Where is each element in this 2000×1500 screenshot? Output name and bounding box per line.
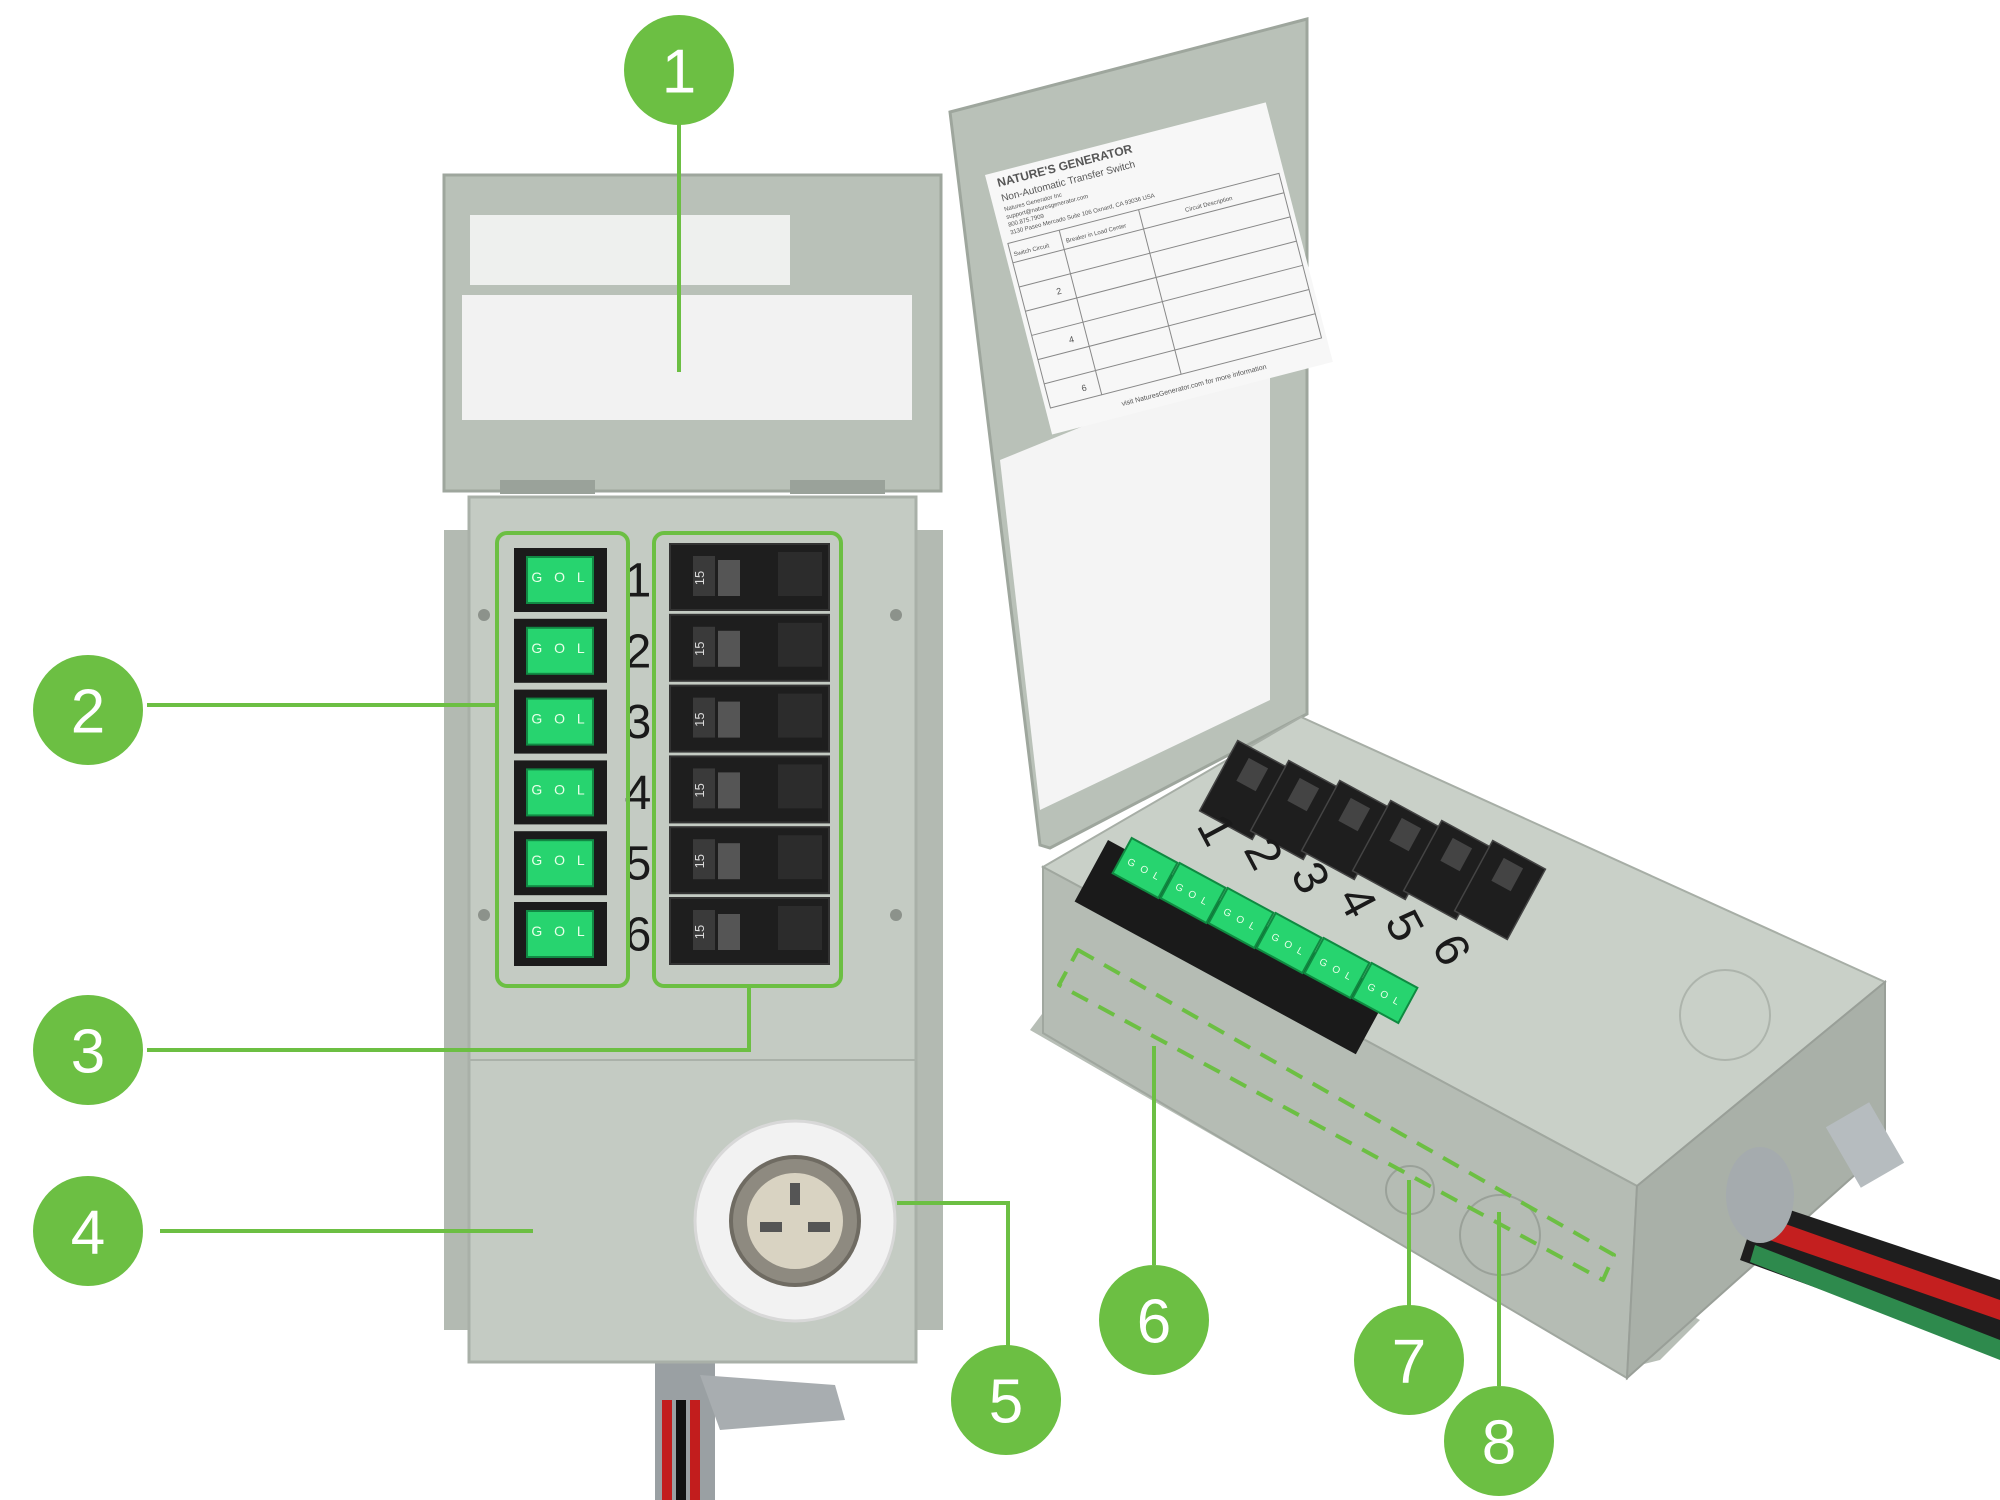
- label-row-number: 4: [1068, 334, 1075, 345]
- rocker-switch: G O L: [514, 831, 607, 896]
- rocker-switch: G O L: [1159, 861, 1227, 925]
- circuit-breaker: [1402, 819, 1496, 921]
- callout-number: 5: [989, 1368, 1023, 1437]
- rocker-switch: G O L: [514, 760, 607, 825]
- circuit-breaker: 15: [669, 684, 830, 753]
- mounting-flange-right: [915, 530, 943, 1330]
- circuit-breaker: 15: [669, 755, 830, 824]
- hinge: [500, 480, 595, 494]
- knockouts-highlight: [1057, 948, 1616, 1282]
- callout-number: 2: [71, 678, 105, 747]
- switch-label: G O L: [531, 711, 588, 727]
- callout-marker-5: 5: [951, 1345, 1061, 1455]
- rocker-switch: G O L: [1303, 936, 1371, 1000]
- circuit-breaker: 15: [669, 613, 830, 682]
- angled-view-device: NATURE'S GENERATOR Non-Automatic Transfe…: [948, 17, 2000, 1381]
- rocker-switch: G O L: [1207, 886, 1275, 950]
- callout-marker-4: 4: [33, 1176, 143, 1286]
- callout-marker-6: 6: [1099, 1265, 1209, 1375]
- cables: [655, 1362, 845, 1500]
- rocker-switch: G O L: [514, 902, 607, 966]
- switch-label: G O L: [531, 640, 588, 656]
- switch-label: G O L: [531, 569, 588, 585]
- rocker-switch: G O L: [1255, 911, 1323, 975]
- breaker-rating: 15: [692, 571, 707, 585]
- rocker-switch: G O L: [514, 689, 607, 754]
- callout-number: 4: [71, 1199, 105, 1268]
- instruction-label: [462, 295, 912, 420]
- breaker-rating: 15: [692, 854, 707, 868]
- knockout: [1679, 969, 1771, 1061]
- callout-number: 3: [71, 1018, 105, 1087]
- callout-marker-2: 2: [33, 655, 143, 765]
- switch-label: G O L: [531, 781, 588, 797]
- callout-marker-8: 8: [1444, 1386, 1554, 1496]
- label-row-number: 2: [1055, 286, 1062, 297]
- callout-marker-7: 7: [1354, 1305, 1464, 1415]
- circuit-breaker: [1453, 839, 1547, 941]
- callout-marker-1: 1: [624, 15, 734, 125]
- power-inlet: [693, 1119, 897, 1323]
- breaker-rating: 15: [692, 712, 707, 726]
- front-view-device: G O L G O L G O L G O L G O L G O L 15 15 15 15 1…: [442, 173, 943, 1500]
- switches-highlight: [495, 531, 630, 988]
- mounting-flange-left: [444, 530, 472, 1330]
- callout-number: 6: [1137, 1288, 1171, 1357]
- breaker-rating: 15: [692, 925, 707, 939]
- circuit-breaker: 15: [669, 826, 830, 895]
- lid-open: [442, 173, 943, 494]
- circuit-directory-label: NATURE'S GENERATOR Non-Automatic Transfe…: [985, 102, 1333, 435]
- callout-number: 7: [1392, 1328, 1426, 1397]
- switch-label: G O L: [531, 852, 588, 868]
- switch-label: G O L: [531, 923, 588, 939]
- rocker-switch: G O L: [1351, 961, 1419, 1025]
- breaker-rating: 15: [692, 642, 707, 656]
- leader-lines: [147, 124, 1501, 1386]
- callout-number: 1: [662, 38, 696, 107]
- label-row-number: 6: [1080, 383, 1087, 394]
- circuit-breaker: 15: [669, 543, 830, 611]
- rocker-switch: G O L: [514, 618, 607, 683]
- rocker-switch: G O L: [1111, 836, 1179, 900]
- warning-label: [1000, 350, 1270, 810]
- rocker-switch: G O L: [514, 548, 607, 612]
- callout-marker-3: 3: [33, 995, 143, 1105]
- cables: [1726, 1102, 2000, 1360]
- circuit-breaker: 15: [669, 897, 830, 965]
- hinge: [790, 480, 885, 494]
- breaker-rating: 15: [692, 783, 707, 797]
- callout-number: 8: [1482, 1409, 1516, 1478]
